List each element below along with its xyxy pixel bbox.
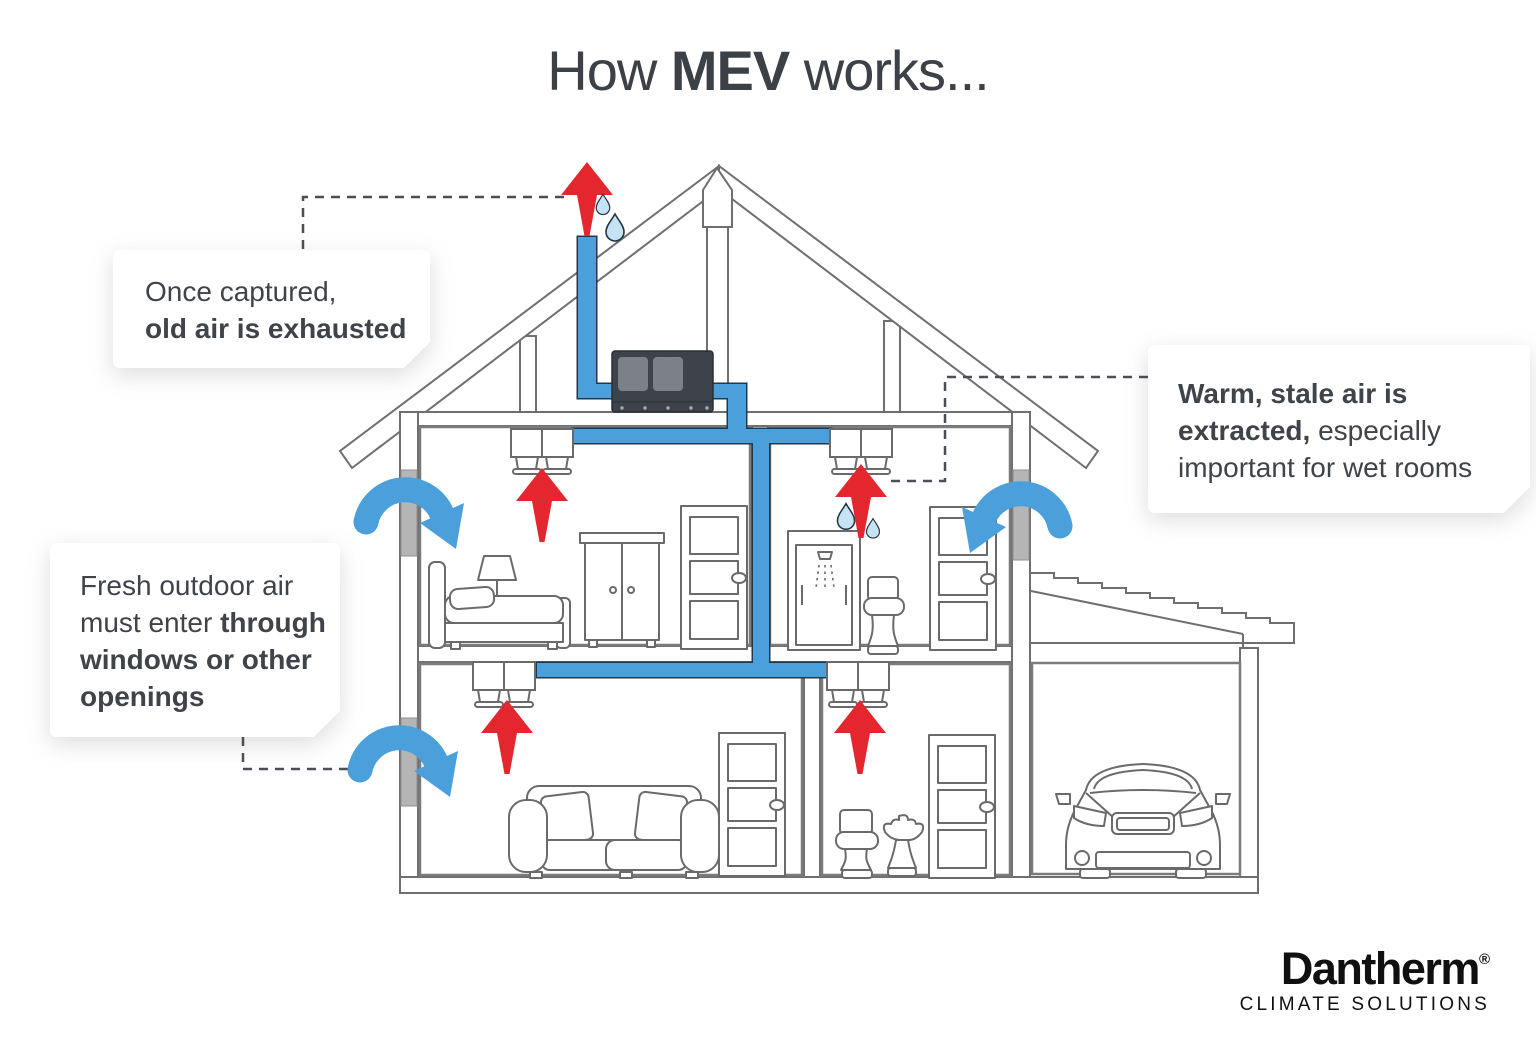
- connector-exhaust: [301, 195, 570, 249]
- callout-fresh-wrap: Fresh outdoor air must enter through win…: [50, 543, 340, 737]
- dantherm-logo: Dantherm® CLIMATE SOLUTIONS: [1186, 936, 1490, 1016]
- page-title: How MEV works...: [0, 38, 1536, 103]
- car-icon: [1055, 763, 1231, 879]
- callout-line: Warm, stale air is: [1178, 378, 1408, 409]
- attic-floor: [399, 411, 1031, 427]
- moisture-droplet-icon: [595, 193, 611, 216]
- logo-brand-text: Dantherm®: [1280, 943, 1490, 994]
- furniture: [428, 505, 1231, 879]
- callout-connectors: [241, 195, 1148, 771]
- duct-downpipe: [728, 384, 746, 434]
- title-pre: How: [547, 39, 671, 102]
- callout-extract-wrap: Warm, stale air is extracted, especially…: [1148, 345, 1530, 513]
- title-highlight: MEV: [670, 39, 790, 102]
- callout-line: Once captured,: [145, 276, 337, 307]
- ground-floor: [399, 876, 1259, 894]
- moisture-droplet-icon: [605, 213, 625, 242]
- callout-line: openings: [80, 681, 205, 712]
- door-icon: [928, 734, 996, 879]
- mev-unit-icon: [611, 350, 714, 413]
- chimney-icon: [702, 166, 733, 228]
- callout-extract: Warm, stale air is extracted, especially…: [1148, 345, 1530, 513]
- callout-fresh: Fresh outdoor air must enter through win…: [50, 543, 340, 737]
- sink-icon: [882, 814, 925, 877]
- door-icon: [680, 505, 748, 650]
- attic-post-right: [883, 320, 901, 415]
- attic-post-left: [519, 335, 537, 415]
- duct-network: [537, 237, 831, 677]
- lamp-icon: [477, 555, 517, 602]
- attic-structure: [338, 163, 1100, 470]
- callout-line: must enter through: [80, 607, 326, 638]
- bed-icon: [428, 561, 571, 650]
- sofa-icon: [508, 785, 720, 879]
- registered-mark-icon: ®: [1478, 951, 1490, 968]
- wardrobe-icon: [579, 532, 665, 648]
- door-icon: [718, 732, 786, 877]
- duct-unit-outlet: [711, 384, 733, 398]
- shower-icon: [787, 530, 861, 651]
- callout-line: extracted, especially: [1178, 415, 1442, 446]
- garage-right-wall: [1239, 647, 1259, 879]
- lower-partition-wall: [803, 661, 821, 878]
- exhaust-duct: [578, 237, 596, 398]
- connector-extract: [889, 375, 1148, 483]
- garage-roof: [1029, 572, 1295, 644]
- upper-ceiling-duct: [573, 429, 831, 443]
- toilet-icon: [863, 576, 905, 655]
- title-post: works...: [789, 39, 990, 102]
- callout-line: old air is exhausted: [145, 313, 407, 344]
- garage-roof-fascia: [1030, 590, 1244, 635]
- connector-fresh: [241, 737, 362, 771]
- callout-line: Fresh outdoor air: [80, 570, 294, 601]
- callout-exhaust: Once captured, old air is exhausted: [113, 250, 430, 368]
- callout-line: important for wet rooms: [1178, 452, 1473, 483]
- callout-line: windows or other: [80, 644, 312, 675]
- duct-unit-inlet: [594, 384, 614, 398]
- toilet-icon: [835, 809, 879, 879]
- logo-tagline: CLIMATE SOLUTIONS: [1239, 994, 1490, 1015]
- callout-exhaust-wrap: Once captured, old air is exhausted: [113, 250, 430, 368]
- lower-ceiling-duct: [537, 663, 828, 677]
- riser-duct: [753, 443, 769, 669]
